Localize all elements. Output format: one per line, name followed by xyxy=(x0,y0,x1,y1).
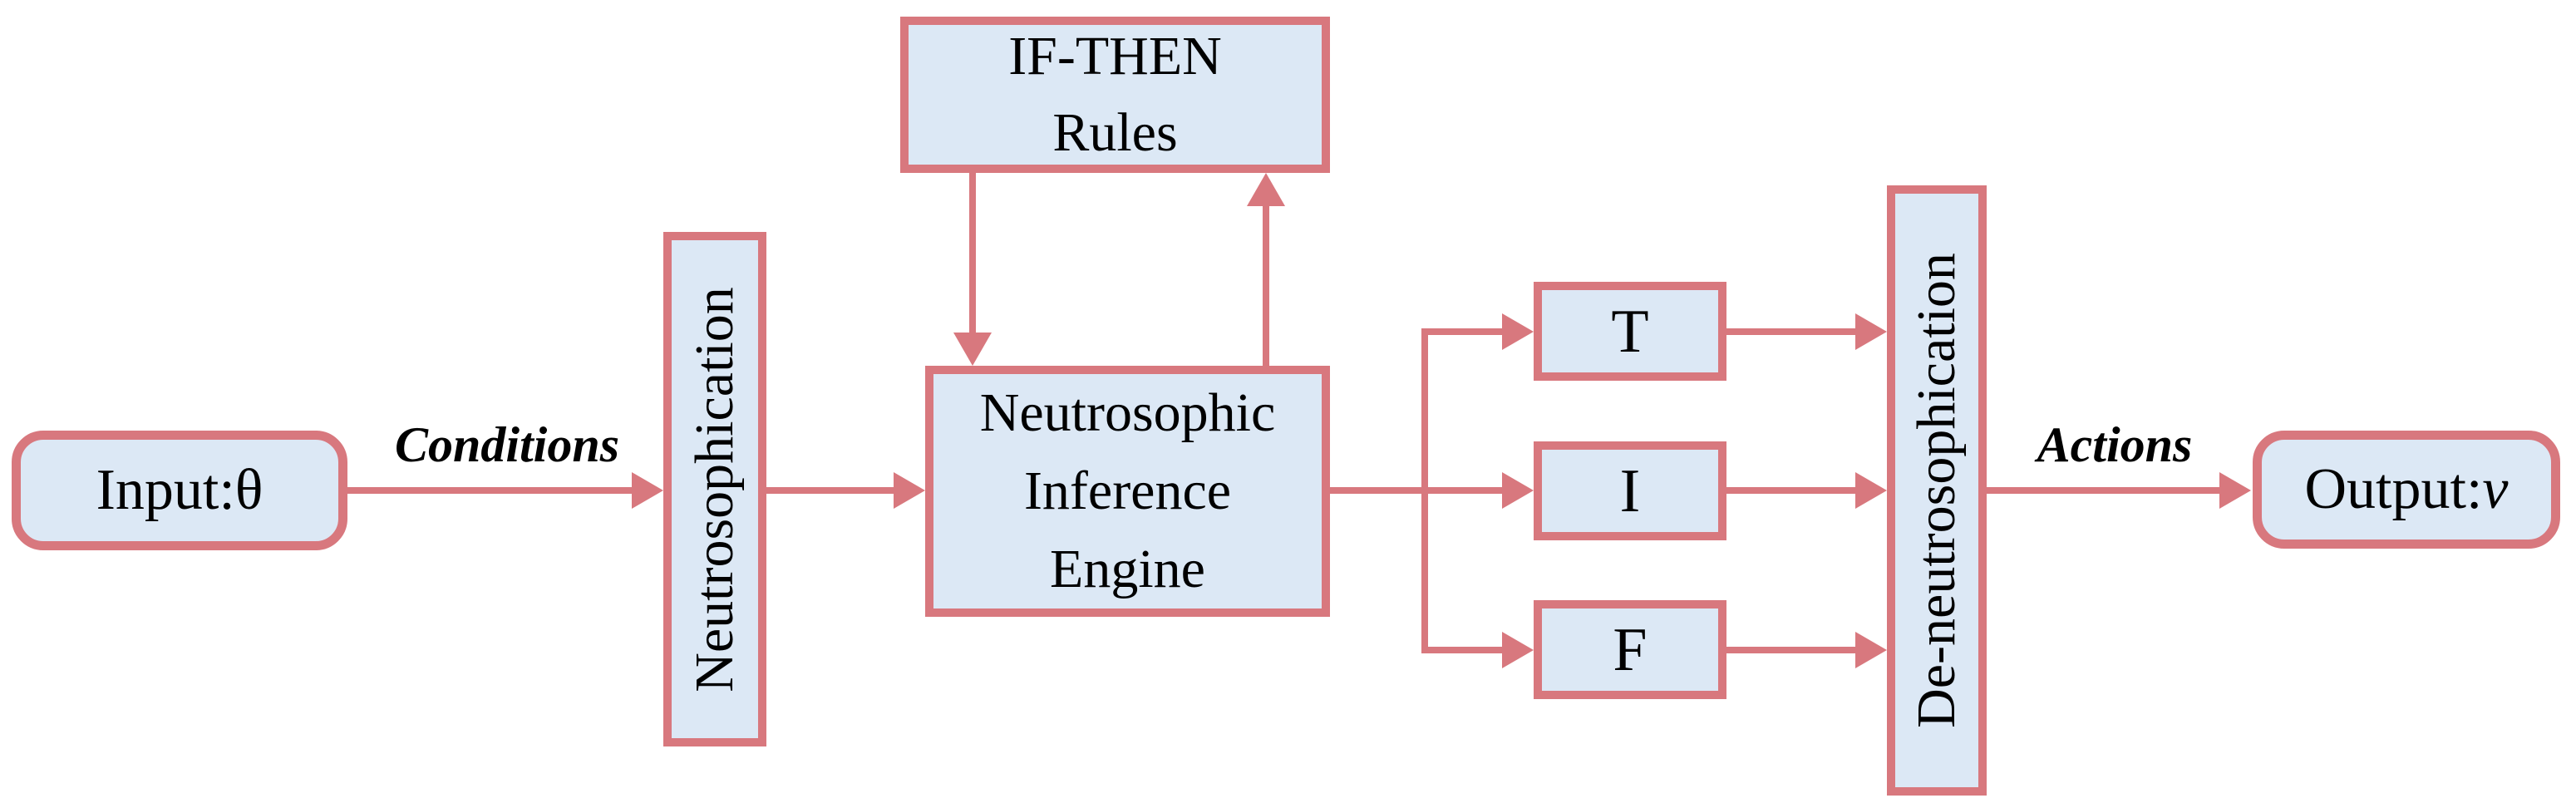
t-label: T xyxy=(1611,297,1649,366)
t-to-deneut-arrowhead-icon xyxy=(1855,313,1887,350)
t-to-deneut-arrow-shaft xyxy=(1726,328,1855,335)
branch-arrow-t-shaft xyxy=(1425,328,1502,335)
i-to-deneut-arrow-shaft xyxy=(1726,487,1855,494)
engine-line-2: Inference xyxy=(1023,461,1232,521)
conditions-label: Conditions xyxy=(394,417,620,472)
engine-line-1: Neutrosophic xyxy=(979,382,1276,443)
engine-to-rules-arrow-shaft xyxy=(1263,203,1269,366)
input-node: Input: θ xyxy=(12,431,347,550)
f-to-deneut-arrow-shaft xyxy=(1726,647,1855,653)
neut-to-engine-arrowhead-icon xyxy=(894,472,925,509)
engine-node: Neutrosophic Inference Engine xyxy=(925,366,1330,617)
t-node: T xyxy=(1534,282,1726,381)
conditions-arrow-shaft xyxy=(347,487,633,494)
output-label: Output: xyxy=(2304,457,2483,521)
engine-line-3: Engine xyxy=(1050,539,1205,599)
actions-label: Actions xyxy=(2037,417,2193,472)
deneutrosophication-label: De-neutrosophication xyxy=(1906,253,1967,728)
input-label: Input: xyxy=(96,458,235,522)
f-to-deneut-arrowhead-icon xyxy=(1855,632,1887,668)
rules-to-engine-arrow-shaft xyxy=(969,173,976,334)
rules-node: IF-THEN Rules xyxy=(900,17,1330,173)
branch-arrow-i-shaft xyxy=(1425,487,1502,494)
output-symbol: v xyxy=(2482,457,2509,521)
branch-arrow-f-arrowhead-icon xyxy=(1502,632,1534,668)
f-label: F xyxy=(1613,615,1648,684)
neutrosophication-node: Neutrosophication xyxy=(663,232,766,746)
branch-arrow-t-arrowhead-icon xyxy=(1502,313,1534,350)
rules-line-2: Rules xyxy=(1052,102,1178,163)
branch-arrow-i-arrowhead-icon xyxy=(1502,472,1534,509)
neut-to-engine-arrow-shaft xyxy=(766,487,894,494)
neutrosophication-label: Neutrosophication xyxy=(684,286,745,692)
actions-arrowhead-icon xyxy=(2219,472,2251,509)
rules-to-engine-arrowhead-icon xyxy=(953,333,992,366)
engine-label: Neutrosophic Inference Engine xyxy=(980,374,1276,608)
i-label: I xyxy=(1619,456,1641,525)
f-node: F xyxy=(1534,600,1726,699)
output-node: Output: v xyxy=(2253,431,2560,549)
input-symbol: θ xyxy=(234,458,264,522)
conditions-arrowhead-icon xyxy=(632,472,663,509)
branch-arrow-f-shaft xyxy=(1425,647,1502,653)
actions-arrow-shaft xyxy=(1987,487,2219,494)
i-node: I xyxy=(1534,441,1726,540)
rules-label: IF-THEN Rules xyxy=(1008,18,1222,171)
i-to-deneut-arrowhead-icon xyxy=(1855,472,1887,509)
rules-line-1: IF-THEN xyxy=(1008,26,1222,86)
engine-output-line xyxy=(1330,487,1425,494)
engine-to-rules-arrowhead-icon xyxy=(1247,173,1285,206)
deneutrosophication-node: De-neutrosophication xyxy=(1887,185,1987,796)
